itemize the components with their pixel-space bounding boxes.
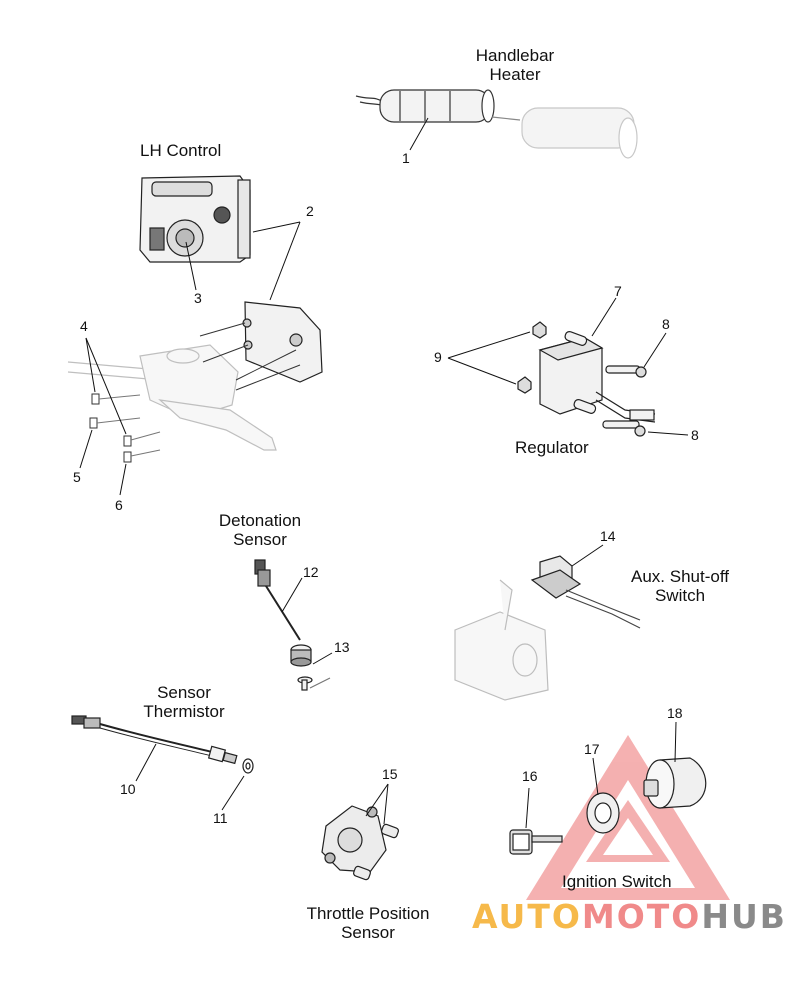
label-throttle-position-sensor: Throttle Position Sensor	[306, 904, 430, 942]
label-handlebar-heater: Handlebar Heater	[475, 46, 555, 84]
watermark-triangle-logo	[526, 735, 730, 900]
leader-18	[674, 721, 677, 763]
watermark-text: AUTOMOTOHUB	[472, 897, 787, 936]
regulator-drawing	[517, 321, 656, 437]
callout-1: 1	[402, 150, 410, 166]
handlebar-ghost	[521, 107, 638, 159]
callout-9: 9	[434, 349, 442, 365]
throttle-position-sensor-drawing	[321, 805, 399, 881]
callout-16: 16	[522, 768, 538, 784]
ignition-switch-drawing	[509, 757, 707, 855]
callout-3: 3	[194, 290, 202, 306]
watermark-part-hub: HUB	[701, 897, 787, 936]
leader-4a	[85, 337, 96, 393]
callout-17: 17	[584, 741, 600, 757]
leader-10	[135, 743, 157, 782]
leader-17	[592, 757, 599, 796]
callout-2: 2	[306, 203, 314, 219]
watermark-part-moto: MOTO	[581, 897, 702, 936]
leader-5	[79, 429, 93, 469]
leader-8b	[647, 431, 689, 436]
callout-18: 18	[667, 705, 683, 721]
callout-8-lower: 8	[691, 427, 699, 443]
label-aux-shutoff-switch: Aux. Shut-off Switch	[631, 567, 729, 605]
leader-2a	[252, 221, 301, 233]
leader-4b	[85, 337, 127, 435]
detonation-sensor-drawing	[254, 559, 331, 691]
sensor-thermistor-drawing	[71, 715, 254, 774]
leader-14	[571, 544, 604, 567]
handlebar-heater-drawing	[355, 89, 521, 123]
lh-control-drawing	[139, 175, 251, 263]
callout-8-upper: 8	[662, 316, 670, 332]
label-detonation-sensor: Detonation Sensor	[218, 511, 302, 549]
aux-switch-ghost-housing	[454, 579, 549, 701]
callout-13: 13	[334, 639, 350, 655]
leader-11	[221, 775, 245, 811]
leader-9a	[447, 331, 531, 359]
callout-6: 6	[115, 497, 123, 513]
leader-2b	[269, 221, 301, 301]
callout-5: 5	[73, 469, 81, 485]
leader-15a	[365, 783, 389, 817]
control-housing-drawing	[242, 301, 323, 383]
leader-3	[185, 241, 197, 291]
assembly-guide-lines	[199, 322, 301, 391]
aux-switch-drawing	[530, 555, 641, 629]
screws-4-5-6	[89, 393, 161, 463]
label-regulator: Regulator	[515, 438, 589, 457]
callout-15: 15	[382, 766, 398, 782]
handlebar-clamp-ghost	[67, 344, 277, 451]
label-lh-control: LH Control	[140, 141, 222, 160]
leader-15b	[383, 783, 389, 825]
leader-13	[312, 652, 333, 665]
leader-1	[409, 117, 429, 151]
leader-9b	[447, 357, 517, 385]
leader-7	[591, 297, 617, 337]
leader-6	[119, 463, 127, 496]
label-ignition-switch: Ignition Switch	[562, 872, 672, 891]
callout-10: 10	[120, 781, 136, 797]
leader-8a	[643, 332, 667, 368]
leader-12	[281, 577, 303, 613]
callout-12: 12	[303, 564, 319, 580]
label-sensor-thermistor: Sensor Thermistor	[143, 683, 225, 721]
callout-11: 11	[213, 810, 228, 826]
leader-16	[525, 787, 530, 829]
callout-7: 7	[614, 283, 622, 299]
watermark-part-auto: AUTO	[472, 897, 582, 936]
callout-4: 4	[80, 318, 88, 334]
callout-14: 14	[600, 528, 616, 544]
